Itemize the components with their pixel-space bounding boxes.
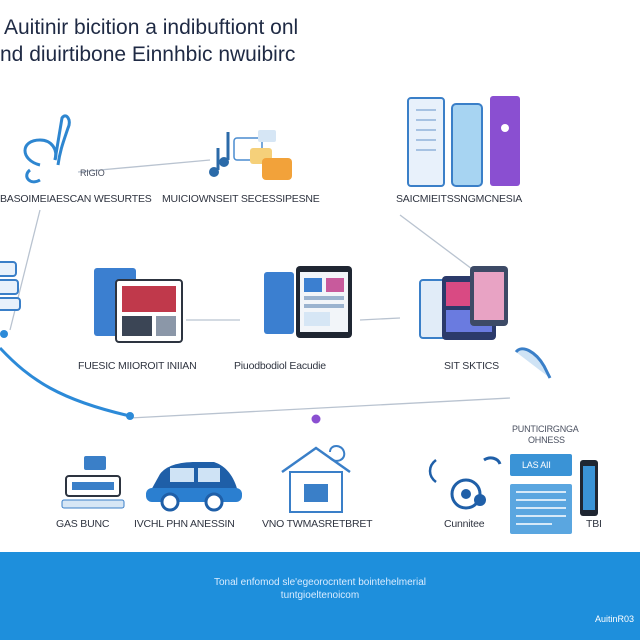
footer-caption-line-1: Tonal enfomod sle'egeorocntent bointehel… — [213, 577, 427, 588]
media-album-icon — [94, 268, 183, 343]
gas-station-icon — [61, 456, 125, 509]
label-row2-left: FUESIC MIIOROIT INIIAN — [78, 360, 197, 372]
page-title-line-1: Auitinir bicition a indibuftiont onl — [4, 16, 299, 39]
label-row3-b: IVCHL PHN ANESSIN — [134, 518, 235, 530]
label-row3-c: VNO TWMASRETBRET — [262, 518, 373, 530]
music-note-icon — [23, 114, 71, 184]
label-row1-right: SAICMIEITSSNGMCNESIA — [396, 193, 523, 205]
stacked-panels-icon — [0, 261, 21, 311]
label-row3-top-1: PUNTICIRGNGA — [512, 424, 579, 434]
purple-node — [311, 414, 321, 424]
left-node — [0, 330, 8, 338]
label-row3-a: GAS BUNC — [56, 518, 110, 530]
footer-band: Tonal enfomod sle'egeorocntent bointehel… — [0, 552, 640, 640]
label-row1-left: BASOIMEIAESCAN WESURTES — [0, 193, 152, 205]
label-row2-mid: Piuodbodiol Eacudie — [234, 360, 326, 372]
page-title-line-2: nd diuirtibone Einnhbic nwuibirc — [0, 43, 296, 66]
label-row1-mid: MUICIOWNSEIT SECESSIPESNE — [162, 193, 320, 205]
music-devices-icon — [209, 130, 292, 180]
connector-middle-horizontal — [129, 397, 511, 419]
screens-icon — [419, 266, 552, 379]
tablet-icon — [264, 266, 352, 338]
music-small-label: RIGIO — [80, 168, 105, 178]
house-icon — [281, 445, 351, 513]
info-panel-sign: LAS AII — [522, 460, 551, 470]
footer-caption-line-2: tuntgioeltenoicom — [280, 590, 360, 601]
label-row3-e: TBI — [586, 518, 602, 530]
speaker-icon — [428, 456, 502, 510]
page-title: Auitinir bicition a indibuftiont onl nd … — [0, 14, 298, 68]
connector-r2-right — [359, 317, 401, 321]
label-row2-right: SIT SKTICS — [444, 360, 499, 372]
label-row3-d: Cunnitee — [444, 518, 485, 530]
blue-curve — [0, 346, 131, 418]
connector-music-to-devices — [77, 159, 211, 173]
connector-r1-right-down — [399, 214, 481, 276]
footer-caption: Tonal enfomod sle'egeorocntent bointehel… — [0, 576, 640, 602]
car-icon — [146, 462, 242, 512]
footer-brand: AuitinR03 — [594, 614, 634, 624]
info-panel-icon — [510, 454, 598, 534]
curve-end-node — [126, 412, 134, 420]
label-row3-top-2: OHNESS — [528, 435, 565, 445]
tall-device-icons — [407, 96, 520, 187]
